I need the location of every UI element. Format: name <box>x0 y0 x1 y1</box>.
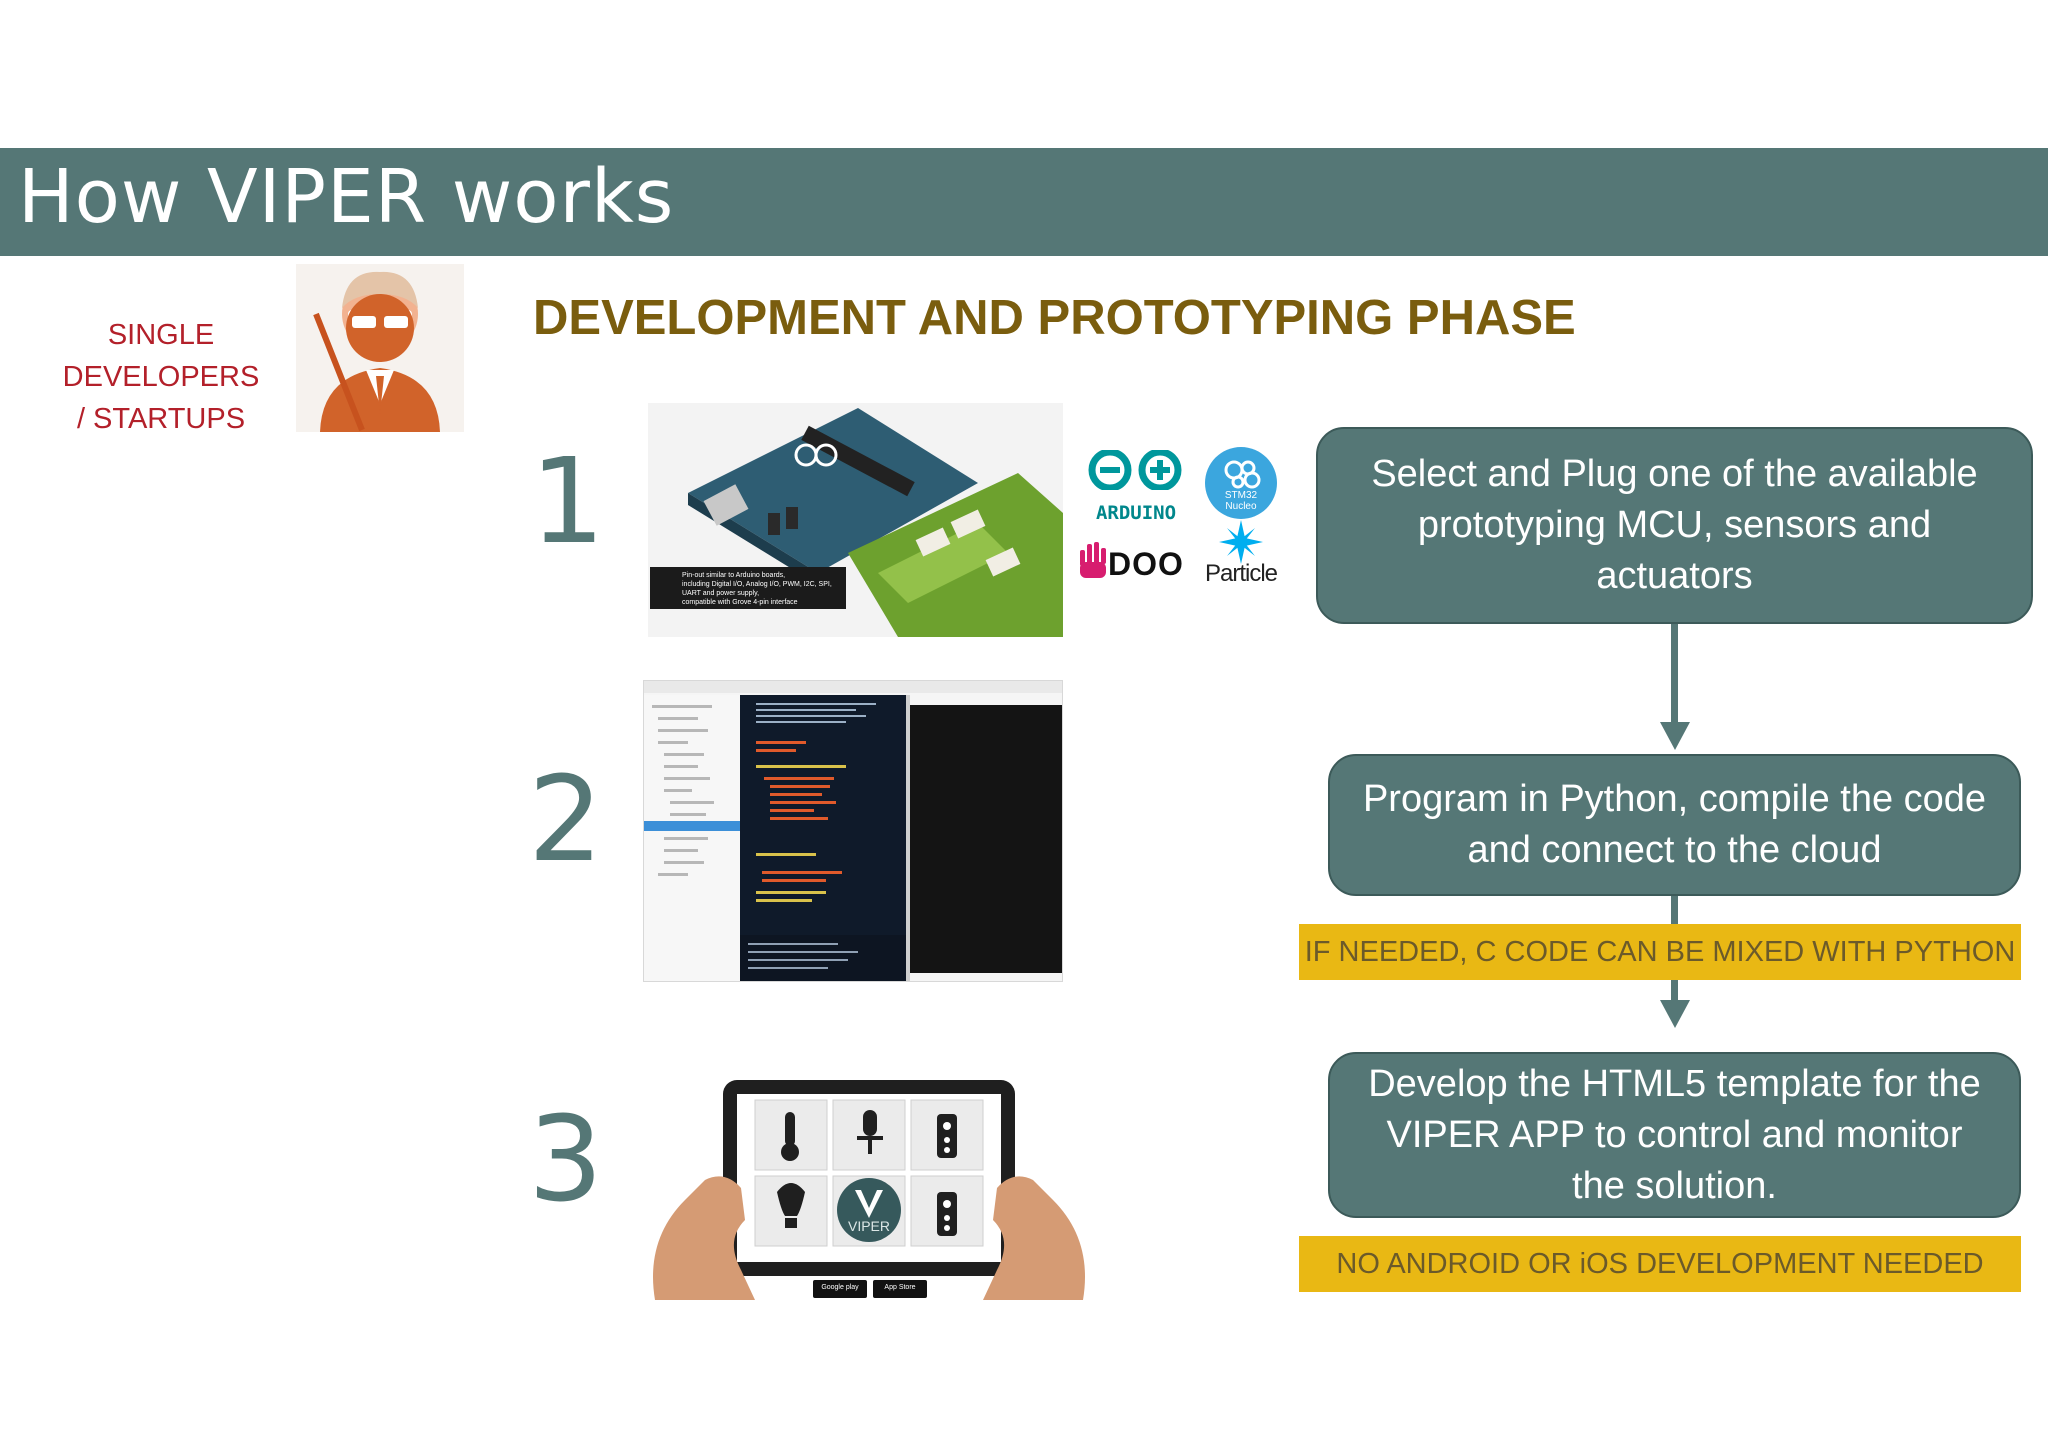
board-caption-line-2: including Digital I/O, Analog I/O, PWM, … <box>682 581 832 588</box>
teacher-icon <box>296 264 464 432</box>
step-3-line-3: the solution. <box>1572 1164 1777 1207</box>
stm32-text: STM32 <box>1224 490 1258 501</box>
step-3-line-2: VIPER APP to control and monitor <box>1386 1113 1963 1156</box>
arduino-logo-icon <box>1088 450 1182 490</box>
audience-label: SINGLE DEVELOPERS / STARTUPS <box>8 314 314 440</box>
step-2-box: Program in Python, compile the code and … <box>1328 754 2021 896</box>
board-photo: Pin-out similar to Arduino boards, inclu… <box>648 403 1063 637</box>
connector-line-3 <box>1671 980 1678 1002</box>
step-1-line-3: actuators <box>1596 555 1753 597</box>
arduino-logo-text: ARDUINO <box>1095 502 1177 524</box>
board-caption-line-4: compatible with Grove 4-pin interface <box>682 599 798 606</box>
nucleo-text: Nucleo <box>1225 501 1257 512</box>
particle-logo-text: Particle <box>1204 560 1278 587</box>
step-1-box: Select and Plug one of the available pro… <box>1316 427 2033 624</box>
board-caption-line-3: UART and power supply, <box>682 590 760 597</box>
board-caption-line-1: Pin-out similar to Arduino boards, <box>682 572 786 579</box>
audience-line-2: / STARTUPS <box>76 403 246 435</box>
tablet-photo: VIPER Google play App Store <box>645 1070 1093 1300</box>
board-caption: Pin-out similar to Arduino boards, inclu… <box>650 567 846 609</box>
slide-title: How VIPER works <box>18 154 675 240</box>
connector-line-2 <box>1671 896 1678 926</box>
particle-star-icon <box>1219 520 1263 564</box>
no-mobile-dev-note: NO ANDROID OR iOS DEVELOPMENT NEEDED <box>1299 1236 2021 1292</box>
step-1-line-2: prototyping MCU, sensors and <box>1417 504 1932 546</box>
udoo-logo-text: DOO <box>1108 546 1184 582</box>
tablet-viper-label: VIPER <box>847 1218 890 1234</box>
step-number-3: 3 <box>528 1090 604 1228</box>
audience-line-1: SINGLE DEVELOPERS <box>62 319 260 393</box>
c-code-note: IF NEEDED, C CODE CAN BE MIXED WITH PYTH… <box>1299 924 2021 980</box>
step-2-line-1: Program in Python, compile the code <box>1362 778 1987 820</box>
connector-line-1 <box>1671 624 1678 726</box>
udoo-hand-icon <box>1080 542 1106 578</box>
tablet-illustration <box>653 1080 1085 1300</box>
step-1-line-1: Select and Plug one of the available <box>1371 453 1978 495</box>
app-store-badge[interactable]: App Store <box>884 1284 916 1291</box>
title-band <box>0 148 2048 256</box>
step-3-line-1: Develop the HTML5 template for the <box>1368 1062 1981 1105</box>
stm32-nucleo-logo-icon <box>1205 447 1277 519</box>
step-number-2: 2 <box>528 750 604 888</box>
step-3-box: Develop the HTML5 template for the VIPER… <box>1328 1052 2021 1218</box>
ide-screenshot <box>643 680 1063 982</box>
step-number-1: 1 <box>530 432 606 570</box>
arrow-down-icon <box>1660 722 1690 750</box>
stm32-nucleo-text: STM32 Nucleo <box>1204 490 1278 512</box>
google-play-badge[interactable]: Google play <box>821 1284 859 1291</box>
step-2-line-2: and connect to the cloud <box>1467 829 1882 871</box>
ide-illustration <box>644 681 1062 981</box>
arrow-down-icon-2 <box>1660 1000 1690 1028</box>
phase-heading: DEVELOPMENT AND PROTOTYPING PHASE <box>533 291 1576 345</box>
